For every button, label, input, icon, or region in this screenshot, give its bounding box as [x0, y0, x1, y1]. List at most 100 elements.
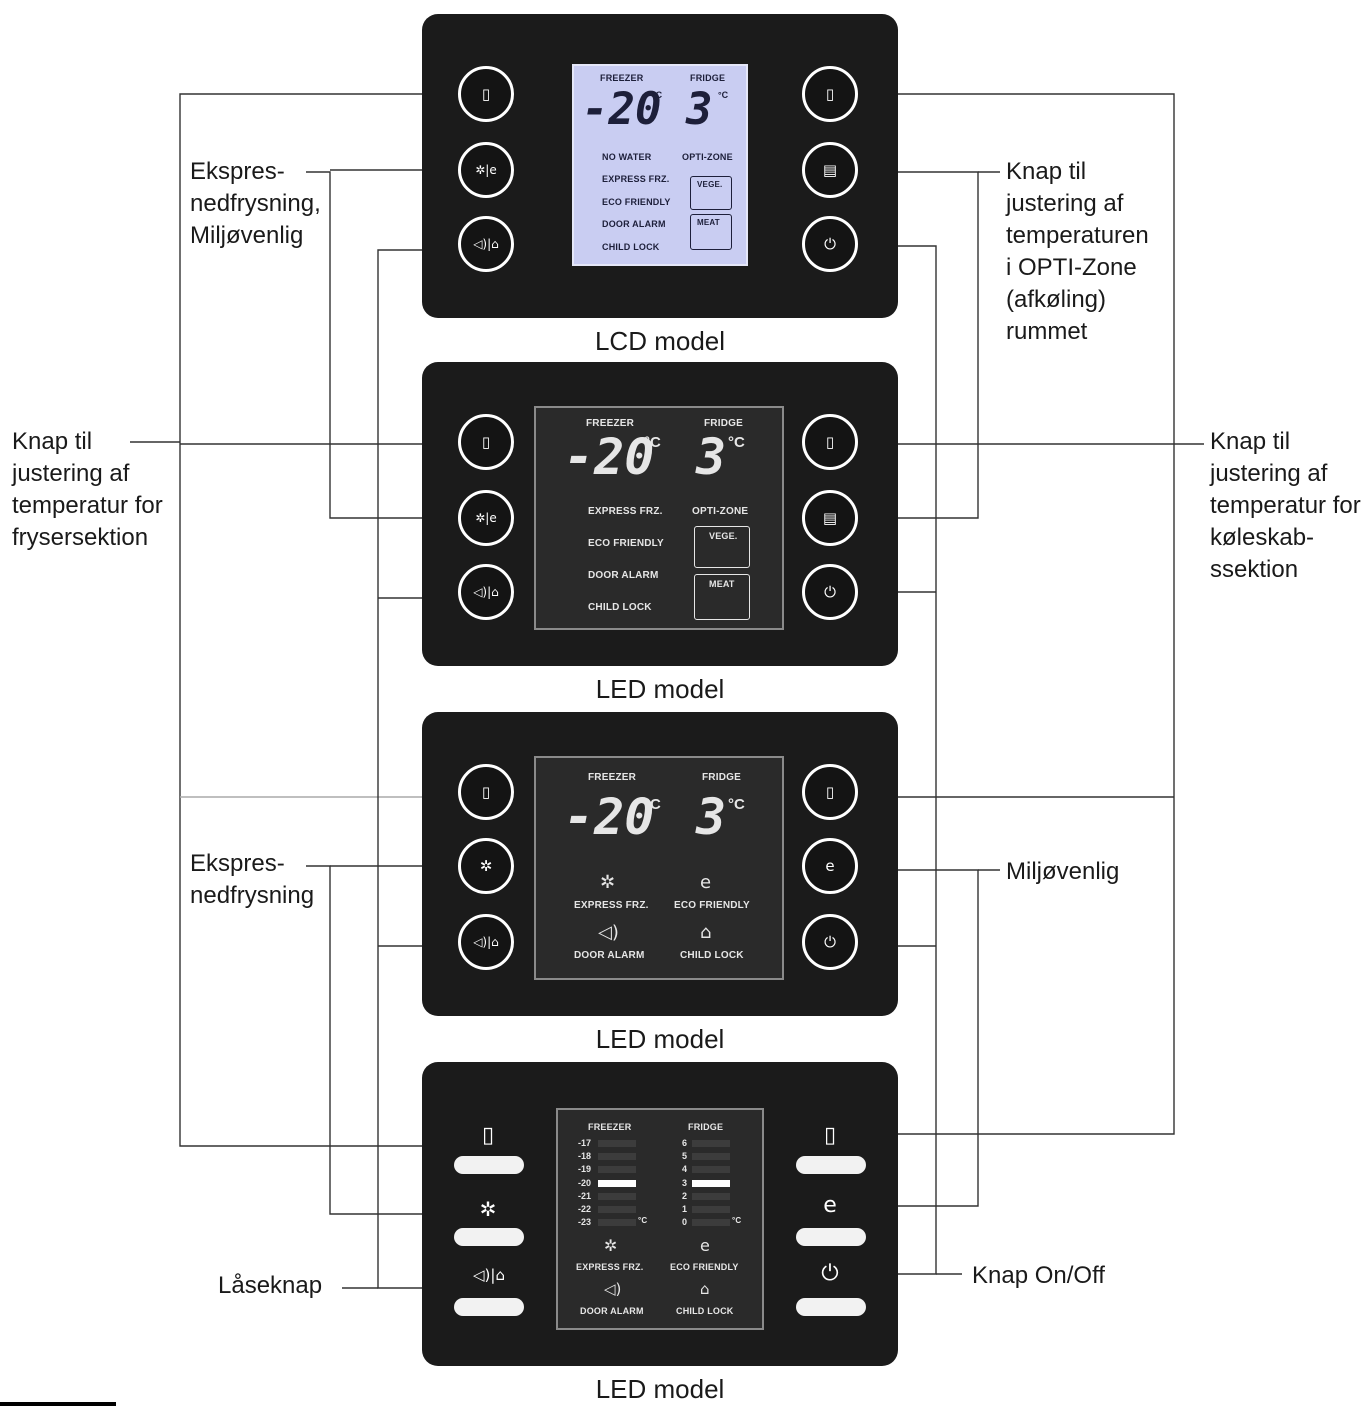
power-button[interactable]: [796, 1298, 866, 1316]
eco-friendly-label: ECO FRIENDLY: [670, 1262, 739, 1272]
express-freeze-button[interactable]: ✲: [458, 838, 514, 894]
express-frz-label: EXPRESS FRZ.: [574, 900, 649, 911]
door-alarm-label: DOOR ALARM: [574, 950, 645, 961]
freezer-label: FREEZER: [586, 418, 635, 429]
door-alarm-label: DOOR ALARM: [602, 219, 666, 229]
fridge-label: FRIDGE: [702, 772, 741, 783]
fridge-door-icon: ▯: [825, 433, 835, 451]
freezer-label: FREEZER: [600, 73, 644, 83]
power-icon: ⏻: [824, 933, 836, 951]
fridge-scale-bar: [692, 1219, 730, 1227]
opti-zone-button[interactable]: ▤: [802, 490, 858, 546]
led-control-panel-3: ▯ ✲ ◁)|⌂ ▯ e ⏻ FREEZER FRIDGE -17-18-19-…: [422, 1062, 898, 1366]
eco-leaf-icon: e: [700, 872, 712, 893]
alarm-lock-button[interactable]: ◁)|⌂: [458, 216, 514, 272]
meat-indicator: MEAT: [694, 574, 750, 620]
fridge-scale-value: 3: [682, 1177, 688, 1188]
snowflake-icon: ✲: [604, 1236, 618, 1255]
speaker-icon: ◁)|⌂: [473, 935, 499, 949]
alarm-lock-button[interactable]: ◁)|⌂: [458, 564, 514, 620]
padlock-icon: ⌂: [700, 922, 712, 943]
led-control-panel-2: ▯ ✲ ◁)|⌂ ▯ e ⏻ FREEZER FRIDGE -20 °C 3 °…: [422, 712, 898, 1016]
power-button[interactable]: ⏻: [802, 564, 858, 620]
freezer-scale-bar: [598, 1192, 636, 1200]
fridge-label: FRIDGE: [704, 418, 743, 429]
freezer-scale-unit: °C: [638, 1216, 648, 1225]
freezer-scale-bar: [598, 1140, 636, 1147]
freezer-scale-value: -18: [578, 1151, 592, 1162]
fridge-temp-button[interactable]: [796, 1156, 866, 1174]
freezer-temperature: -20: [564, 428, 655, 486]
child-lock-label: CHILD LOCK: [588, 602, 652, 613]
freezer-temp-button[interactable]: ▯: [458, 66, 514, 122]
eco-leaf-icon: e: [825, 857, 835, 875]
power-button[interactable]: ⏻: [802, 914, 858, 970]
freezer-scale-bar: [598, 1153, 636, 1161]
fridge-temp-button[interactable]: ▯: [802, 764, 858, 820]
callout-opti-zone: Knap til justering af temperaturen i OPT…: [1006, 158, 1149, 345]
fridge-door-icon: ▯: [823, 1122, 837, 1148]
fridge-scale-unit: °C: [732, 1216, 742, 1225]
fridge-scale-value: 4: [682, 1164, 688, 1175]
callout-express-eco: Ekspres- nedfrysning, Miljøvenlig: [190, 158, 321, 249]
lcd-control-panel: ▯ ✲|e ◁)|⌂ ▯ ▤ ⏻ FREEZER FRIDGE -20 °C 3…: [422, 14, 898, 318]
callout-onoff: Knap On/Off: [972, 1262, 1105, 1289]
freezer-door-icon: ▯: [481, 1122, 495, 1148]
meat-label: MEAT: [709, 579, 735, 589]
freezer-scale-value: -20: [578, 1177, 592, 1188]
fridge-scale-value: 1: [682, 1204, 688, 1214]
fridge-scale-bar: [692, 1206, 730, 1213]
freezer-scale-value: -17: [578, 1138, 592, 1148]
fridge-scale-bar: [692, 1153, 730, 1161]
speaker-icon: ◁): [604, 1280, 622, 1298]
freezer-temp-button[interactable]: ▯: [458, 414, 514, 470]
express-frz-label: EXPRESS FRZ.: [576, 1262, 644, 1272]
freezer-door-icon: ▯: [481, 433, 491, 451]
express-frz-label: EXPRESS FRZ.: [588, 506, 663, 517]
freezer-unit: °C: [644, 434, 661, 451]
snowflake-icon: ✲|e: [475, 511, 497, 525]
eco-button[interactable]: e: [802, 838, 858, 894]
opti-zone-button[interactable]: ▤: [802, 142, 858, 198]
freezer-temperature: -20: [582, 84, 662, 135]
freezer-temp-button[interactable]: ▯: [458, 764, 514, 820]
fridge-scale-value: 2: [682, 1190, 688, 1201]
freezer-door-icon: ▯: [481, 85, 491, 103]
express-eco-button[interactable]: ✲|e: [458, 142, 514, 198]
door-alarm-label: DOOR ALARM: [580, 1306, 644, 1316]
freezer-label: FREEZER: [588, 1122, 632, 1132]
eco-friendly-label: ECO FRIENDLY: [602, 197, 671, 207]
alarm-lock-button[interactable]: ◁)|⌂: [458, 914, 514, 970]
eco-leaf-icon: e: [823, 1192, 837, 1218]
callout-express: Ekspres- nedfrysning: [190, 850, 315, 909]
fridge-scale-value: 0: [682, 1217, 688, 1228]
model-caption-2: LED model: [595, 674, 725, 704]
alarm-lock-button[interactable]: [454, 1298, 524, 1316]
express-eco-button[interactable]: ✲|e: [458, 490, 514, 546]
eco-button[interactable]: [796, 1228, 866, 1246]
child-lock-label: CHILD LOCK: [680, 950, 744, 961]
child-lock-label: CHILD LOCK: [602, 242, 660, 252]
padlock-icon: ⌂: [700, 1280, 710, 1298]
speaker-icon: ◁)|⌂: [473, 237, 499, 251]
fridge-door-icon: ▯: [825, 783, 835, 801]
eco-friendly-label: ECO FRIENDLY: [588, 538, 664, 549]
freezer-scale-bar: [598, 1166, 636, 1174]
freezer-scale-value: -21: [578, 1190, 592, 1201]
model-caption-4: LED model: [595, 1374, 725, 1404]
power-button[interactable]: ⏻: [802, 216, 858, 272]
express-freeze-button[interactable]: [454, 1228, 524, 1246]
fridge-scale-value: 5: [682, 1151, 688, 1162]
fridge-temp-button[interactable]: ▯: [802, 66, 858, 122]
led-control-panel-1: ▯ ✲|e ◁)|⌂ ▯ ▤ ⏻ FREEZER FRIDGE -20 °C 3…: [422, 362, 898, 666]
freezer-temp-button[interactable]: [454, 1156, 524, 1174]
snowflake-icon: ✲: [600, 872, 616, 893]
page-rule: [0, 1402, 116, 1406]
fridge-unit: °C: [728, 434, 745, 451]
fridge-temp-button[interactable]: ▯: [802, 414, 858, 470]
fridge-scale-bar: [692, 1140, 730, 1147]
power-icon: ⏻: [824, 235, 836, 253]
fridge-door-icon: ▯: [825, 85, 835, 103]
